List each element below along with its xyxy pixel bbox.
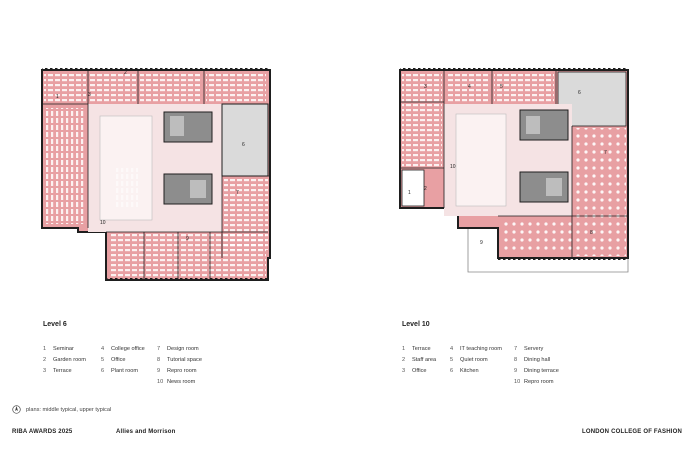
level-6-plan: 1 2 3 6 7 9 10: [40, 68, 272, 282]
room-label-9: 9: [186, 236, 189, 242]
level-10-title: Level 10: [402, 321, 430, 328]
room-label-10: 10: [100, 220, 106, 226]
room-label-1: 1: [408, 190, 411, 196]
level-6-floor-plan-drawing: 1 2 3 6 7 9 10: [41, 68, 271, 281]
room-label-1: 1: [56, 94, 59, 100]
level-6-title: Level 6: [43, 321, 67, 328]
north-arrow-icon: [12, 405, 21, 414]
plans-note: plans: middle typical, upper typical: [12, 405, 111, 414]
room-label-7: 7: [604, 150, 607, 156]
plans-note-text: plans: middle typical, upper typical: [26, 406, 112, 413]
room-label-7: 7: [236, 190, 239, 196]
level-10-floor-plan-drawing: 1 2 3 4 5 6 7 8 9 10: [399, 68, 629, 273]
room-label-5: 5: [500, 84, 503, 90]
room-label-8: 8: [590, 230, 593, 236]
room-label-3: 3: [88, 92, 91, 98]
room-label-2: 2: [424, 186, 427, 192]
room-label-3: 3: [424, 84, 427, 90]
architect-name: Allies and Morrison: [116, 429, 176, 435]
room-label-2: 2: [124, 70, 127, 76]
room-label-9: 9: [480, 240, 483, 246]
level-10-plan: 1 2 3 4 5 6 7 8 9 10: [398, 68, 634, 282]
award-label: RIBA AWARDS 2025: [12, 429, 73, 435]
project-name: LONDON COLLEGE OF FASHION: [582, 429, 683, 435]
room-label-10: 10: [450, 164, 456, 170]
room-label-4: 4: [468, 84, 471, 90]
room-label-6: 6: [242, 142, 245, 148]
room-label-6: 6: [578, 90, 581, 96]
